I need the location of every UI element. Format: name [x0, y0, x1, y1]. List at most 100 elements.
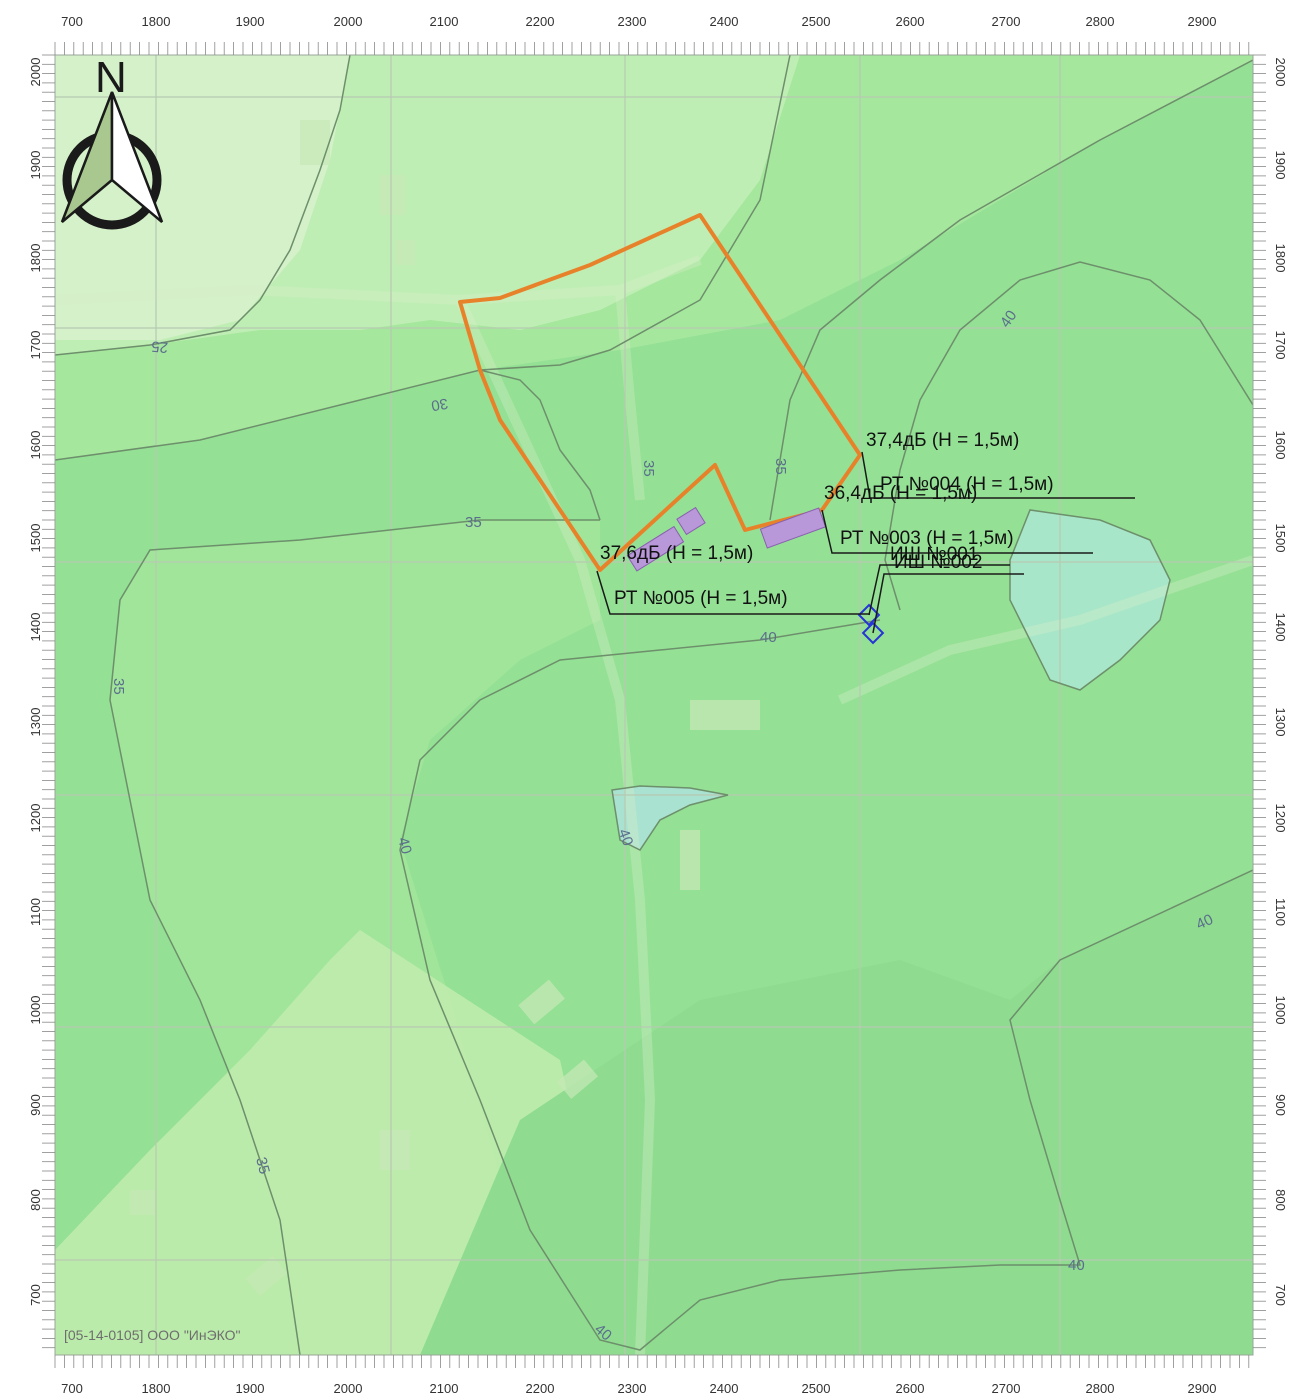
x-tick-label-top: 2400 [710, 14, 739, 29]
contour-label-40-center-small: 40 [615, 827, 637, 848]
noise-sources [857, 603, 885, 645]
x-tick-label-bottom: 2400 [710, 1381, 739, 1396]
contour-35-south [109, 519, 600, 1355]
zone-40-lower [420, 870, 1253, 1355]
contour-40-east [884, 261, 1253, 611]
y-tick-label-left: 900 [28, 1094, 43, 1116]
x-tick-label-top: 2600 [896, 14, 925, 29]
contour-label-40-mid: 40 [760, 629, 777, 646]
x-tick-label-bottom: 2500 [802, 1381, 831, 1396]
y-tick-label-right: 1200 [1273, 804, 1288, 833]
zone-lower-left [55, 930, 600, 1355]
ruler-ticks [42, 42, 1266, 1368]
x-tick-label-bottom: 2000 [334, 1381, 363, 1396]
contour-label-40-low: 40 [394, 835, 415, 856]
callout-rt005-name: РТ №005 (H = 1,5м) [614, 588, 788, 609]
callout-rt005-value: 37,6дБ (H = 1,5м) [600, 543, 753, 564]
contour-lines [55, 55, 1253, 1355]
y-tick-label-left: 1000 [28, 996, 43, 1025]
y-tick-label-right: 1400 [1273, 613, 1288, 642]
callout-leader-source-001 [868, 564, 1010, 616]
contour-label-35-mid: 35 [465, 514, 482, 531]
contour-label-30: 30 [430, 394, 449, 414]
y-tick-label-left: 1400 [28, 613, 43, 642]
x-tick-label-top: 700 [61, 14, 83, 29]
contour-label-35-left: 35 [110, 678, 127, 695]
y-tick-label-left: 1800 [28, 244, 43, 273]
contour-label-25-left: 25 [151, 337, 169, 355]
x-tick-label-top: 2300 [618, 14, 647, 29]
copyright-label: [05-14-0105] ООО "ИнЭКО" [64, 1327, 241, 1343]
callout-leader-rt004 [861, 451, 1135, 499]
y-tick-label-left: 700 [28, 1284, 43, 1306]
contour-25 [55, 55, 351, 356]
contour-mid [479, 369, 601, 521]
y-tick-label-left: 1500 [28, 524, 43, 553]
y-tick-label-right: 900 [1273, 1094, 1288, 1116]
contour-label-35-low: 35 [252, 1155, 273, 1176]
callout-leader-rt005 [596, 570, 870, 615]
y-tick-label-right: 1900 [1273, 151, 1288, 180]
y-tick-label-right: 1800 [1273, 244, 1288, 273]
x-tick-label-bottom: 700 [61, 1381, 83, 1396]
callout-rt003-value: 36,4дБ (H = 1,5м) [824, 483, 977, 504]
y-tick-label-left: 2000 [28, 58, 43, 87]
contour-40-small [611, 785, 729, 851]
y-tick-label-right: 1500 [1273, 524, 1288, 553]
y-tick-label-left: 1600 [28, 431, 43, 460]
callout-source-002-label: ИШ №002 [894, 552, 982, 573]
zone-above-40-east [1010, 510, 1170, 690]
x-tick-label-bottom: 2100 [430, 1381, 459, 1396]
y-tick-label-right: 1100 [1273, 898, 1288, 926]
x-tick-label-top: 2700 [992, 14, 1021, 29]
y-axis-left-labels: 2000190018001700160015001400130012001100… [28, 58, 43, 1306]
y-tick-label-right: 800 [1273, 1189, 1288, 1211]
contour-label-40-upper-right: 40 [997, 307, 1020, 330]
x-tick-label-top: 2900 [1188, 14, 1217, 29]
x-tick-label-bottom: 1800 [142, 1381, 171, 1396]
grid [55, 55, 1253, 1355]
contour-35-main [769, 59, 1253, 521]
callout-source-001-label: ИШ №001 [890, 544, 978, 565]
y-tick-label-right: 1000 [1273, 996, 1288, 1025]
x-tick-label-bottom: 2600 [896, 1381, 925, 1396]
y-tick-label-left: 800 [28, 1189, 43, 1211]
zone-25 [55, 55, 350, 340]
target-buildings [626, 506, 827, 572]
contour-label-40-right: 40 [1194, 911, 1216, 933]
y-tick-label-right: 1700 [1273, 331, 1288, 360]
source-001-marker-icon [857, 603, 881, 627]
x-tick-label-bottom: 2200 [526, 1381, 555, 1396]
x-tick-label-top: 2200 [526, 14, 555, 29]
y-tick-label-right: 700 [1273, 1284, 1288, 1306]
contour-30 [55, 55, 791, 461]
contour-label-40-bottom-right: 40 [1068, 1257, 1085, 1274]
x-tick-label-top: 2100 [430, 14, 459, 29]
basemap-buildings [130, 120, 760, 1296]
x-tick-label-bottom: 1900 [236, 1381, 265, 1396]
contour-40-loop [399, 619, 1253, 1351]
callout-rt003-name: РТ №003 (H = 1,5м) [840, 528, 1014, 549]
callout-leader-rt003 [821, 509, 1093, 554]
contour-label-35-north: 35 [772, 458, 789, 475]
y-axis-right-labels: 2000 1900 1800 1700 1600 1500 1400 1300 1200 1100… [1273, 58, 1288, 1306]
x-tick-label-bottom: 2700 [992, 1381, 1021, 1396]
map-border [54, 54, 1254, 1356]
y-tick-label-left: 1700 [28, 331, 43, 360]
y-tick-label-right: 2000 [1273, 58, 1288, 87]
callout-rt004-value: 37,4дБ (H = 1,5м) [866, 430, 1019, 451]
callout-leader-source-002 [872, 573, 1024, 634]
callouts [596, 451, 1135, 634]
callout-rt004-name: РТ №004 (H = 1,5м) [880, 474, 1054, 495]
contour-label-35-center: 35 [640, 460, 657, 477]
y-tick-label-left: 1100 [28, 898, 43, 926]
y-tick-label-left: 1300 [28, 708, 43, 737]
y-tick-label-left: 1200 [28, 804, 43, 833]
y-tick-label-right: 1300 [1273, 708, 1288, 737]
y-tick-label-right: 1600 [1273, 431, 1288, 460]
x-tick-label-top: 1800 [142, 14, 171, 29]
x-tick-label-top: 2000 [334, 14, 363, 29]
